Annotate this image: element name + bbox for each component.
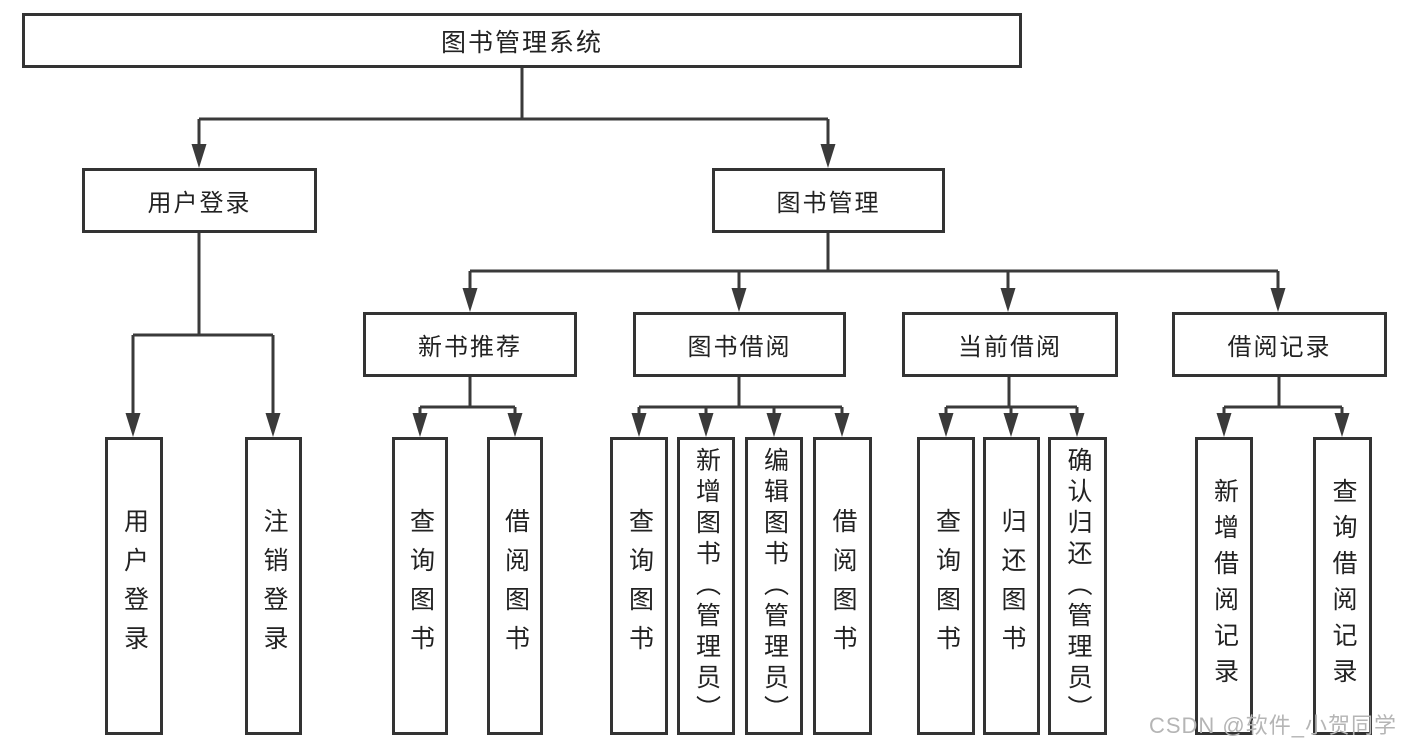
node-label: 查询图书: [625, 508, 654, 664]
node-label: 新书推荐: [418, 334, 522, 361]
node-book-management: 图书管理: [712, 168, 945, 233]
node-label: 用户登录: [147, 190, 252, 217]
node-label: 当前借阅: [958, 334, 1062, 361]
node-label: 借阅图书: [829, 508, 857, 664]
connector-book-borrow: [637, 377, 844, 415]
node-label: 归还图书: [998, 508, 1026, 664]
connector-user-login: [131, 233, 275, 415]
leaf-recommend-query-books: 查询图书: [392, 437, 448, 735]
arrowhead: [1270, 288, 1286, 312]
node-label: 查询图书: [406, 508, 435, 664]
arrowhead: [938, 413, 954, 437]
connector-new-book-recommend: [418, 377, 517, 415]
arrowhead: [631, 413, 647, 437]
arrowhead: [462, 288, 478, 312]
leaf-query-borrow-record: 查询借阅记录: [1313, 437, 1372, 735]
node-root: 图书管理系统: [22, 13, 1022, 68]
node-current-borrow: 当前借阅: [902, 312, 1118, 377]
node-label: 确认归还（管理员）: [1064, 446, 1092, 726]
arrowhead: [265, 413, 281, 437]
node-label: 借阅图书: [501, 508, 530, 664]
node-user-login: 用户登录: [82, 168, 317, 233]
arrowhead: [1003, 413, 1019, 437]
node-label: 查询借阅记录: [1329, 478, 1357, 694]
arrowhead: [766, 413, 782, 437]
connector-root: [197, 68, 830, 146]
arrowhead: [125, 413, 141, 437]
leaf-add-borrow-record: 新增借阅记录: [1195, 437, 1253, 735]
watermark: CSDN @软件_小贺同学: [1148, 713, 1397, 738]
node-label: 新增借阅记录: [1210, 478, 1239, 694]
arrowhead: [834, 413, 850, 437]
node-label: 图书借阅: [687, 334, 792, 361]
node-label: 借阅记录: [1227, 334, 1332, 361]
leaf-edit-book-admin: 编辑图书（管理员）: [745, 437, 803, 735]
leaf-borrow-query-books: 查询图书: [610, 437, 668, 735]
arrowhead: [820, 144, 836, 168]
leaf-borrow-borrow-books: 借阅图书: [813, 437, 872, 735]
leaf-confirm-return-admin: 确认归还（管理员）: [1048, 437, 1107, 735]
connector-current-borrow: [944, 377, 1079, 415]
node-borrow-records: 借阅记录: [1172, 312, 1387, 377]
node-label: 查询图书: [932, 508, 961, 664]
leaf-return-book: 归还图书: [983, 437, 1040, 735]
leaf-logout: 注销登录: [245, 437, 302, 735]
leaf-recommend-borrow-books: 借阅图书: [487, 437, 543, 735]
arrowhead: [412, 413, 428, 437]
connector-borrow-records: [1222, 377, 1344, 415]
node-label: 编辑图书（管理员）: [760, 446, 789, 726]
arrowhead: [1069, 413, 1085, 437]
arrowhead: [698, 413, 714, 437]
node-label: 用户登录: [120, 508, 149, 664]
leaf-add-book-admin: 新增图书（管理员）: [677, 437, 735, 735]
leaf-current-query-books: 查询图书: [917, 437, 975, 735]
node-label: 图书管理系统: [440, 28, 603, 57]
node-book-borrow: 图书借阅: [633, 312, 846, 377]
arrowhead: [1334, 413, 1350, 437]
arrowhead: [1216, 413, 1232, 437]
arrowhead: [507, 413, 523, 437]
leaf-user-login: 用户登录: [105, 437, 163, 735]
arrowhead: [191, 144, 207, 168]
connector-book-management: [468, 233, 1280, 290]
node-new-book-recommend: 新书推荐: [363, 312, 577, 377]
node-label: 新增图书（管理员）: [692, 446, 721, 726]
arrowhead: [731, 288, 747, 312]
node-label: 图书管理: [776, 190, 881, 217]
arrowhead: [1000, 288, 1016, 312]
node-label: 注销登录: [260, 508, 288, 664]
